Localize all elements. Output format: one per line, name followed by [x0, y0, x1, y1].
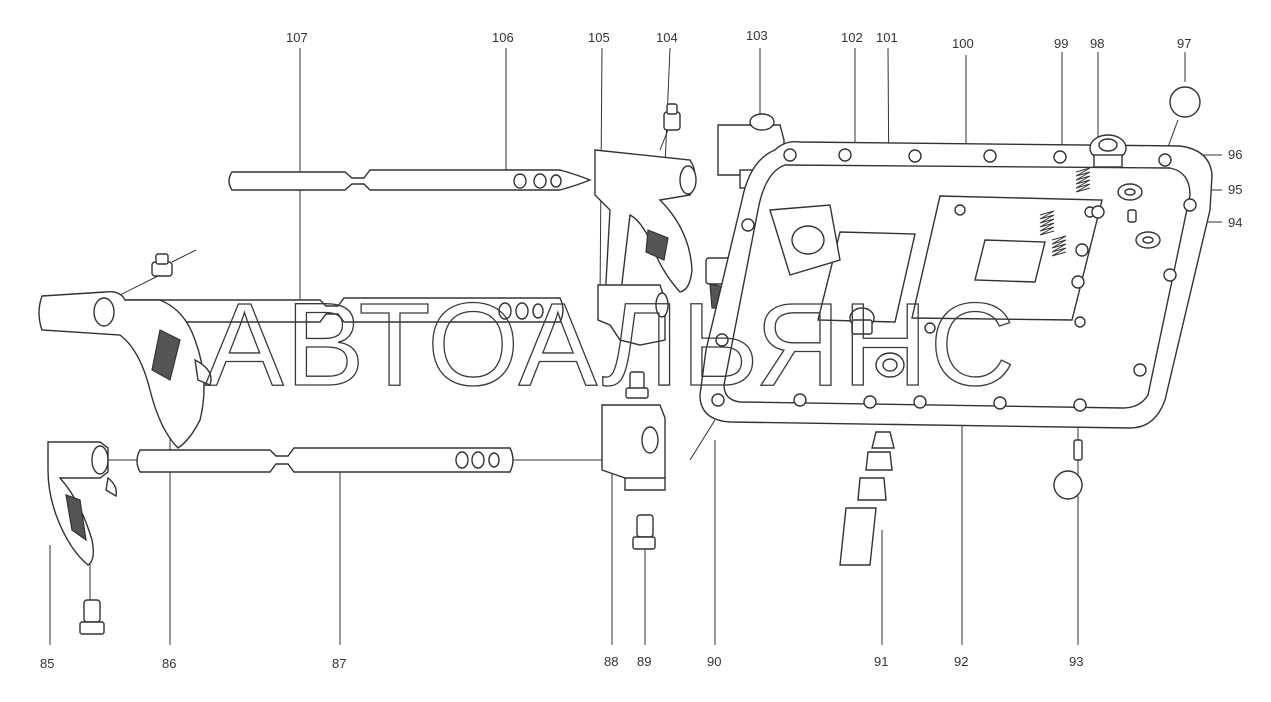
callout-102: 102	[841, 30, 863, 45]
callouts-top: 107 106 105 104 103 102 101 100 99 98 97	[286, 28, 1191, 51]
callout-104: 104	[656, 30, 678, 45]
callout-93: 93	[1069, 654, 1083, 669]
ball-97	[1169, 86, 1201, 118]
switch-102	[849, 307, 875, 335]
callout-85: 85	[40, 656, 54, 671]
shift-fork-85	[47, 441, 118, 566]
callout-99: 99	[1054, 36, 1068, 51]
washer-95	[1117, 183, 1143, 201]
callout-98: 98	[1090, 36, 1104, 51]
block-88	[601, 404, 666, 491]
spring-99	[1039, 210, 1067, 257]
callout-106: 106	[492, 30, 514, 45]
callout-89: 89	[637, 654, 651, 669]
callout-87: 87	[332, 656, 346, 671]
callout-96: 96	[1228, 147, 1242, 162]
callout-105: 105	[588, 30, 610, 45]
bolt-89	[632, 514, 656, 550]
bolt-85	[79, 599, 105, 635]
shift-fork-104	[594, 149, 697, 301]
spring-98	[1071, 167, 1105, 289]
callout-103: 103	[746, 28, 768, 43]
shaft-107	[109, 297, 564, 323]
callouts-right: 96 95 94	[1228, 147, 1242, 230]
plunger-91	[839, 431, 895, 566]
callout-97: 97	[1177, 36, 1191, 51]
shift-fork-86	[38, 290, 212, 449]
callout-92: 92	[954, 654, 968, 669]
shaft-106	[228, 169, 592, 191]
shaft-87	[136, 447, 514, 473]
grease-nipple	[151, 253, 173, 277]
watermark-text: АВТОАЛЬЯНС	[205, 279, 1017, 411]
block-105	[597, 284, 669, 399]
callout-95: 95	[1228, 182, 1242, 197]
washer-94	[1127, 209, 1161, 249]
callout-90: 90	[707, 654, 721, 669]
cover-plate-92	[699, 140, 1213, 429]
callout-94: 94	[1228, 215, 1242, 230]
plug-101	[875, 352, 905, 378]
bolt-104	[659, 103, 681, 151]
callouts-bottom: 85 86 87 88 89 90 91 92 93	[40, 654, 1083, 671]
callout-88: 88	[604, 654, 618, 669]
callout-101: 101	[876, 30, 898, 45]
switch-96	[1089, 134, 1127, 168]
callout-107: 107	[286, 30, 308, 45]
callout-86: 86	[162, 656, 176, 671]
callout-100: 100	[952, 36, 974, 51]
callout-91: 91	[874, 654, 888, 669]
ball-93	[1053, 439, 1083, 500]
